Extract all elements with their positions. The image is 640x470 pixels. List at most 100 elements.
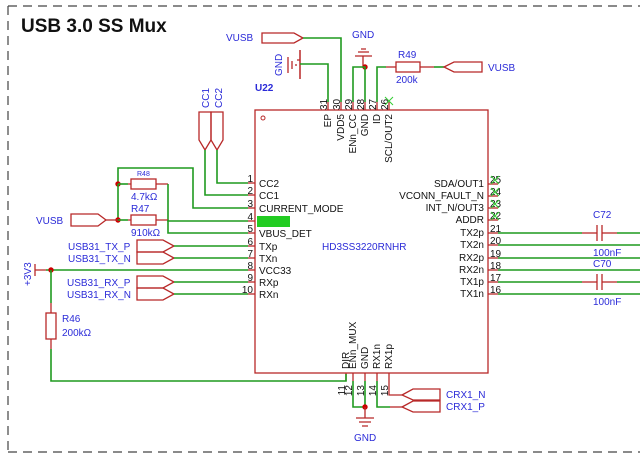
pin-name: CURRENT_MODE xyxy=(259,204,344,215)
usb31-tx-n-flag[interactable] xyxy=(136,251,176,265)
usb31-rx-p-flag[interactable] xyxy=(136,275,176,289)
right-pin-group: 25SDA/OUT124VCONN_FAULT_N23INT_N/OUT322A… xyxy=(399,175,501,300)
vusb-left-flag[interactable] xyxy=(70,213,108,227)
gnd-top-symbol xyxy=(355,48,372,68)
pin-name: VBUS_DET xyxy=(259,229,312,240)
wire-r48-port xyxy=(167,184,248,222)
wire-gnd-ep xyxy=(300,63,329,102)
usb31-tx-p-flag[interactable] xyxy=(136,239,176,253)
ic-u22-body[interactable] xyxy=(254,109,489,374)
usb31-tx-n-label: USB31_TX_N xyxy=(68,254,131,265)
pin-number: 3 xyxy=(247,199,253,210)
resistor-r46[interactable] xyxy=(45,312,57,340)
pin-number: 31 xyxy=(319,98,330,110)
pin-name: RXp xyxy=(259,278,279,289)
pin-number: 30 xyxy=(332,98,343,110)
resistor-r47[interactable] xyxy=(130,214,157,226)
pin-name: TXp xyxy=(259,242,278,253)
cc2-flag[interactable] xyxy=(210,111,224,152)
plus3v3-label: +3V3 xyxy=(23,262,34,286)
c72-ref: C72 xyxy=(593,210,612,221)
usb31-rx-n-flag[interactable] xyxy=(136,287,176,301)
pin-name: VDD5 xyxy=(336,114,347,141)
resistor-r49[interactable] xyxy=(395,61,421,73)
usb31-rx-n-label: USB31_RX_N xyxy=(67,290,131,301)
vusb-left-label: VUSB xyxy=(36,216,64,227)
cc1-flag[interactable] xyxy=(198,111,212,152)
vusb-top-label: VUSB xyxy=(226,33,254,44)
pin-number: 9 xyxy=(247,273,253,284)
gnd-ep-label: GND xyxy=(274,54,285,76)
vusb-top-flag[interactable] xyxy=(261,32,305,44)
pin-name: INT_N/OUT3 xyxy=(426,203,485,214)
vusb-r49-label: VUSB xyxy=(488,63,516,74)
r46-ref: R46 xyxy=(62,314,81,325)
pin-number: 19 xyxy=(490,249,502,260)
capacitor-c72[interactable] xyxy=(596,225,603,241)
wire-id-r49 xyxy=(376,66,386,102)
wire-gnd-bottom xyxy=(352,381,366,408)
left-pin-9[interactable]: 9 RXp xyxy=(247,273,278,289)
c70-ref: C70 xyxy=(593,259,612,270)
left-pin-3[interactable]: 3 CURRENT_MODE xyxy=(247,199,343,215)
port-pin-highlight xyxy=(257,216,290,227)
pin-number: 27 xyxy=(368,98,379,110)
vusb-r49-flag[interactable] xyxy=(442,61,483,73)
pin-name: CC1 xyxy=(259,191,279,202)
pin-number: 11 xyxy=(337,385,348,396)
pin-name: RX2p xyxy=(459,253,484,264)
pin-name: TX2n xyxy=(460,240,484,251)
pin-name: GND xyxy=(360,347,371,369)
pin-number: 16 xyxy=(490,285,502,296)
pin-number: 28 xyxy=(356,98,367,110)
wire-vusb-vdd5 xyxy=(303,37,342,102)
crx1-p-flag[interactable] xyxy=(400,400,441,413)
pin-name: SCL/OUT2 xyxy=(384,114,395,163)
wire-rx1p xyxy=(388,381,402,396)
capacitor-c70[interactable] xyxy=(596,274,603,290)
ic-ref: U22 xyxy=(255,83,274,94)
gnd-ep-symbol xyxy=(287,50,301,79)
wire-dir xyxy=(50,349,347,382)
r48-ref: R48 xyxy=(137,171,150,178)
pin-name: SDA/OUT1 xyxy=(434,179,484,190)
pin-name: RX1p xyxy=(384,344,395,369)
pin-number: 21 xyxy=(490,224,502,235)
usb31-rx-p-label: USB31_RX_P xyxy=(67,278,131,289)
pin-number: 1 xyxy=(247,174,253,185)
pin-name: EP xyxy=(323,114,334,128)
crx1-n-flag[interactable] xyxy=(400,388,441,401)
resistor-r48[interactable] xyxy=(130,178,157,190)
c70-value: 100nF xyxy=(593,297,621,308)
pin-number: 10 xyxy=(242,285,254,296)
nc-markers-right xyxy=(490,175,500,221)
left-pin-group: 1CC22CC13CURRENT_MODE4PORT5VBUS_DET6TXp7… xyxy=(242,174,344,301)
gnd-bottom-symbol xyxy=(356,407,374,427)
right-pin-19[interactable]: 19 RX2p xyxy=(459,249,502,264)
r47-value: 910kΩ xyxy=(131,228,161,239)
